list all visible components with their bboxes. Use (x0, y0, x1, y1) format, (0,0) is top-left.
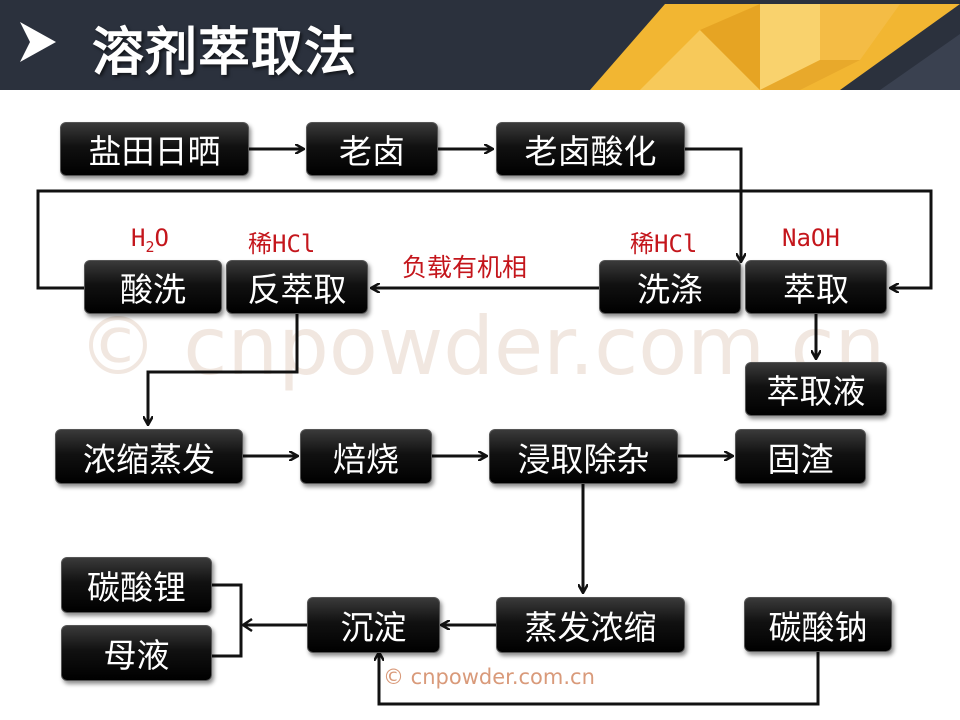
node-n1[interactable]: 盐田日晒 (60, 122, 249, 176)
node-n2[interactable]: 老卤 (306, 122, 438, 176)
chevron-right-icon (20, 22, 56, 62)
node-n17[interactable]: 碳酸钠 (744, 597, 892, 652)
label-dilute-hcl-2: 稀HCl (630, 230, 698, 258)
arrow-n5-n9 (148, 314, 299, 424)
node-n8[interactable]: 萃取液 (745, 362, 887, 416)
label-naoh: NaOH (782, 224, 840, 252)
node-n14[interactable]: 母液 (61, 625, 212, 681)
node-n16[interactable]: 蒸发浓缩 (496, 597, 685, 653)
label-loaded-organic: 负载有机相 (402, 253, 528, 282)
label-dilute-hcl-1: 稀HCl (248, 230, 316, 258)
node-n9[interactable]: 浓缩蒸发 (55, 429, 243, 484)
label-h2o: H2O (131, 224, 169, 256)
page-title: 溶剂萃取法 (92, 23, 358, 83)
node-n3[interactable]: 老卤酸化 (496, 122, 685, 176)
node-n4[interactable]: 酸洗 (84, 260, 222, 314)
watermark-small: © cnpowder.com.cn (383, 665, 595, 689)
arrow-n3-n6 (685, 147, 741, 261)
node-n13[interactable]: 碳酸锂 (61, 557, 212, 613)
node-n10[interactable]: 焙烧 (300, 429, 432, 484)
arrow-n17-n15 (379, 652, 820, 706)
node-n15[interactable]: 沉淀 (307, 597, 440, 653)
arrow-loop-n7 (36, 189, 933, 288)
node-n7[interactable]: 萃取 (745, 260, 887, 314)
node-n12[interactable]: 固渣 (735, 429, 866, 484)
node-n11[interactable]: 浸取除杂 (489, 429, 678, 484)
node-n6[interactable]: 洗涤 (599, 260, 741, 314)
node-n5[interactable]: 反萃取 (226, 260, 368, 314)
header-decoration (590, 4, 960, 90)
bracket-products (212, 583, 243, 658)
arrowhead-products (240, 617, 253, 633)
header-bar: 溶剂萃取法 (0, 0, 960, 90)
